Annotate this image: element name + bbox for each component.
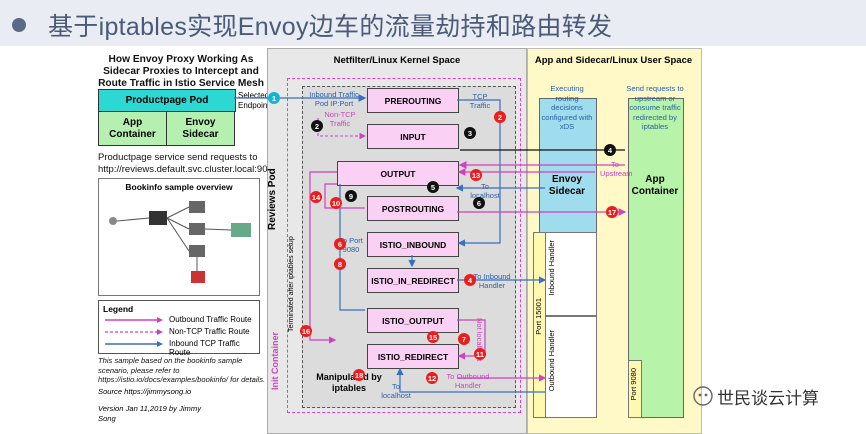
chain-postrouting: POSTROUTING bbox=[367, 196, 459, 221]
chain-output: OUTPUT bbox=[337, 161, 459, 186]
step-badge-4-black: 4 bbox=[604, 144, 616, 156]
to-port-label: To Port 9080 bbox=[339, 236, 363, 254]
step-badge-12: 12 bbox=[426, 372, 438, 384]
chain-istio-in-redirect: ISTIO_IN_REDIRECT bbox=[367, 268, 459, 293]
step-badge-6-red: 6 bbox=[334, 238, 346, 250]
kernel-space-label: Netfilter/Linux Kernel Space bbox=[333, 55, 461, 66]
step-badge-1: 1 bbox=[268, 92, 280, 104]
step-badge-10: 10 bbox=[330, 197, 342, 209]
envoy-sidecar-label: Envoy Sidecar bbox=[548, 174, 586, 197]
app-container-cell: App Container bbox=[98, 111, 167, 146]
inbound-traffic-label: Inbound Traffic Pod IP:Port bbox=[309, 90, 359, 108]
step-badge-18: 18 bbox=[353, 369, 365, 381]
bookinfo-diagram bbox=[109, 201, 251, 283]
step-badge-8: 8 bbox=[334, 258, 346, 270]
bookinfo-overview: Bookinfo sample overview bbox=[98, 178, 260, 296]
version-text: Version Jan 11,2019 by Jimmy Song bbox=[98, 404, 201, 423]
tcp-traffic-label: TCP Traffic bbox=[469, 92, 491, 110]
source-text: Source https://jimmysong.io bbox=[98, 387, 192, 396]
arrow-non-tcp bbox=[317, 118, 367, 140]
header-bar bbox=[0, 0, 866, 46]
chain-istio-redirect: ISTIO_REDIRECT bbox=[367, 344, 459, 369]
watermark-text: 世民谈云计算 bbox=[717, 389, 819, 408]
user-space-label: App and Sidecar/Linux User Space bbox=[534, 55, 693, 66]
to-localhost-label-1: To localhost bbox=[470, 182, 500, 200]
step-badge-13: 13 bbox=[470, 169, 482, 181]
wechat-watermark: 世民谈云计算 bbox=[693, 382, 863, 412]
outbound-handler-box bbox=[545, 316, 597, 418]
non-tcp-label: Non-TCP Traffic bbox=[324, 110, 356, 128]
step-badge-17: 17 bbox=[606, 206, 618, 218]
step-badge-15: 15 bbox=[427, 331, 439, 343]
arrow-output-to-istio-output bbox=[309, 171, 337, 344]
arrow-to-localhost-2 bbox=[396, 367, 545, 393]
chain-prerouting: PREROUTING bbox=[367, 88, 459, 113]
inbound-handler-box bbox=[545, 232, 597, 316]
diagram-heading: How Envoy Proxy Working As Sidecar Proxi… bbox=[98, 54, 264, 89]
wechat-icon bbox=[693, 386, 713, 406]
not-localhost-label: Not localhost bbox=[475, 318, 484, 362]
selected-endpoint-label: Selected Endpoint bbox=[238, 91, 270, 110]
legend-title: Legend bbox=[103, 304, 134, 314]
arrow-not-localhost bbox=[457, 319, 486, 360]
executing-text: Executing routing decisions configured w… bbox=[541, 84, 593, 131]
step-badge-14: 14 bbox=[310, 191, 322, 203]
step-badge-7: 7 bbox=[458, 333, 470, 345]
chain-input: INPUT bbox=[367, 124, 459, 149]
sample-note: This sample based on the bookinfo sample… bbox=[98, 356, 266, 384]
step-badge-5: 5 bbox=[427, 181, 439, 193]
legend-box: Legend Outbound Traffic Route Non-TCP Tr… bbox=[98, 300, 260, 357]
bookinfo-title: Bookinfo sample overview bbox=[125, 182, 233, 192]
to-localhost-label-2: To localhost bbox=[381, 382, 411, 400]
step-badge-2-red: 2 bbox=[494, 111, 506, 123]
chain-istio-output: ISTIO_OUTPUT bbox=[367, 308, 459, 333]
request-text: Productpage service send requests to htt… bbox=[98, 152, 281, 175]
step-badge-16: 16 bbox=[300, 325, 312, 337]
app-container-label: App Container bbox=[631, 174, 679, 197]
arrow-output-to-postrouting bbox=[324, 183, 365, 209]
legend-outbound: Outbound Traffic Route bbox=[169, 315, 252, 324]
legend-swatches bbox=[105, 317, 163, 347]
step-badge-11: 11 bbox=[474, 348, 486, 360]
step-badge-3: 3 bbox=[464, 127, 476, 139]
slide-title: 基于iptables实现Envoy边车的流量劫持和路由转发 bbox=[48, 13, 613, 41]
step-badge-4-red: 4 bbox=[464, 274, 476, 286]
port-9080-box bbox=[628, 360, 642, 418]
to-inbound-label: To Inbound Handler bbox=[473, 272, 511, 290]
bullet-icon bbox=[12, 18, 26, 32]
step-badge-6-black: 6 bbox=[473, 197, 485, 209]
legend-inbound: Inbound TCP Traffic Route bbox=[169, 339, 240, 357]
chain-istio-inbound: ISTIO_INBOUND bbox=[367, 232, 459, 257]
manipulated-label: Manipulated by iptables bbox=[316, 372, 382, 393]
step-badge-2-black: 2 bbox=[311, 120, 323, 132]
legend-non-tcp: Non-TCP Traffic Route bbox=[169, 327, 250, 336]
step-badge-9: 9 bbox=[345, 190, 357, 202]
reviews-pod-frame bbox=[287, 78, 521, 413]
to-outbound-label: To Outbound Handler bbox=[446, 372, 490, 390]
envoy-sidecar-cell: Envoy Sidecar bbox=[166, 111, 235, 146]
send-requests-text: Send requests to upstream or consume tra… bbox=[626, 84, 684, 131]
arrow-to-port bbox=[339, 184, 365, 311]
